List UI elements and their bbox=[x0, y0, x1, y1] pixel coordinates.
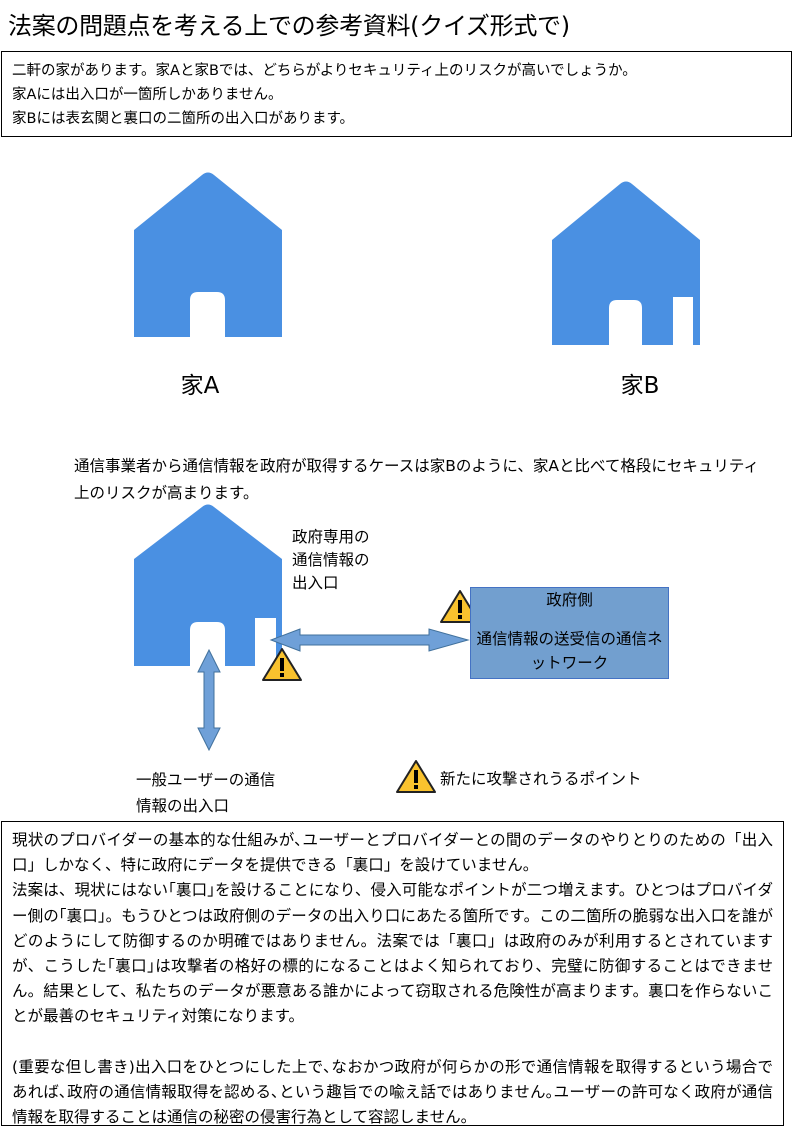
house-b-description: 家Bには表玄関と裏口の二箇所の出入口があります。 bbox=[12, 111, 354, 127]
quiz-question-box: 二軒の家があります。家Aと家Bでは、どちらがよりセキュリティ上のリスクが高いでし… bbox=[1, 51, 792, 137]
user-door-label: 一般ユーザーの通信情報の出入口 bbox=[136, 771, 276, 815]
government-network-label: 通信情報の送受信の通信ネットワーク bbox=[476, 630, 663, 672]
government-side-title: 政府側 bbox=[546, 591, 593, 609]
user-data-flow-arrow bbox=[197, 648, 221, 752]
house-a-label: 家A bbox=[180, 373, 220, 399]
house-b-icon bbox=[552, 181, 700, 345]
page-title: 法案の問題点を考える上での参考資料(クイズ形式で) bbox=[8, 12, 570, 40]
house-with-back-door-icon bbox=[134, 504, 282, 666]
house-a-icon bbox=[134, 172, 282, 337]
house-b-label: 家B bbox=[620, 373, 660, 399]
body-paragraph: 現状のプロバイダーの基本的な仕組みが､ユーザーとプロバイダーとの間のデータのやり… bbox=[12, 831, 773, 875]
explanation-box: 現状のプロバイダーの基本的な仕組みが､ユーザーとプロバイダーとの間のデータのやり… bbox=[1, 821, 784, 1126]
legend-warning-icon bbox=[396, 760, 436, 793]
back-door-label: 政府専用の通信情報の出入口 bbox=[292, 528, 370, 592]
paragraph-spacer bbox=[12, 1030, 773, 1055]
government-network-box: 政府側 通信情報の送受信の通信ネットワーク bbox=[470, 587, 669, 679]
back-door-data-flow-arrow bbox=[269, 628, 470, 652]
disclaimer-paragraph: (重要な但し書き)出入口をひとつにした上で､なおかつ政府が何らかの形で通信情報を… bbox=[12, 1057, 773, 1127]
explanation-text: 通信事業者から通信情報を政府が取得するケースは家Bのように、家Aと比べて格段にセ… bbox=[74, 457, 759, 502]
body-paragraph: 法案は、現状にはない｢裏口｣を設けることになり、侵入可能なポイントが二つ増えます… bbox=[12, 881, 773, 1026]
house-a-description: 家Aには出入口が一箇所しかありません。 bbox=[12, 87, 283, 103]
quiz-question-line: 二軒の家があります。家Aと家Bでは、どちらがよりセキュリティ上のリスクが高いでし… bbox=[12, 63, 637, 79]
legend-label: 新たに攻撃されうるポイント bbox=[440, 770, 642, 788]
warning-icon bbox=[440, 590, 480, 623]
warning-icon bbox=[262, 648, 302, 681]
